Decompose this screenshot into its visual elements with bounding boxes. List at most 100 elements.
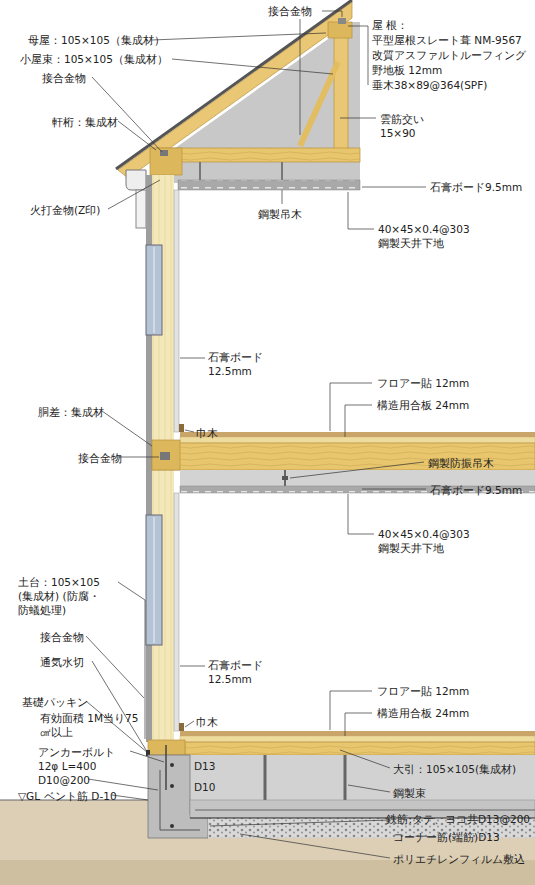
callout-label: コーナー筋(端筋)D13 [393, 830, 500, 844]
callout-label: 軒桁：集成材 [52, 115, 118, 129]
leader-line [362, 187, 426, 188]
callout-label: フロアー貼 12mm [377, 684, 469, 698]
leader-line [300, 19, 301, 135]
leader-line [345, 405, 372, 406]
anchor-bolt [165, 745, 167, 790]
callout-label: D10@200 [38, 773, 90, 787]
leader-line [330, 383, 372, 384]
leader-line [290, 462, 424, 478]
callout-label: 接合金物 [42, 71, 86, 85]
callout-label: 鉄筋:タテ、ヨコ共D13@200 [386, 812, 530, 826]
downpipe [136, 190, 146, 228]
leader-line [180, 358, 205, 359]
leader-line [345, 713, 346, 736]
callout-label: 石膏ボード9.5mm [430, 180, 522, 194]
leader-line [118, 582, 145, 600]
leader-line [330, 691, 331, 730]
callout-label: 土台：105×105 (集成材) (防腐・防蟻処理) [18, 575, 118, 618]
callout-label: 40×45×0.4@303 鋼製天井下地 [378, 222, 478, 250]
leader-line [340, 750, 390, 768]
callout-label: 構造用合板 24mm [377, 398, 469, 412]
leader-line [86, 701, 148, 753]
callout-label: 接合金物 [78, 451, 122, 465]
callout-label: 巾木 [196, 426, 218, 440]
leader-line [282, 190, 283, 204]
leader-line [152, 33, 326, 40]
window [146, 515, 162, 645]
leader-line [330, 383, 331, 431]
leader-line [345, 405, 346, 437]
callout-label: フロアー貼 12mm [377, 376, 469, 390]
leader-line [330, 691, 372, 692]
rebar [170, 763, 174, 767]
roof-post [334, 32, 348, 150]
callout-label: 石膏ボード9.5mm [430, 483, 522, 497]
gypsum-board [174, 493, 179, 731]
leader-line [120, 457, 159, 458]
callout-label: 小屋束：105×105（集成材） [20, 52, 168, 66]
callout-label: 鋼製束 [393, 786, 426, 800]
leader-line [118, 121, 156, 150]
joint-metal [160, 452, 170, 460]
gypsum-board [174, 190, 179, 432]
roof-slate [116, 0, 352, 169]
callout-label: ポリエチレンフィルム敷込 [393, 852, 525, 866]
callout-label: 巾木 [196, 715, 218, 729]
purlin [328, 22, 352, 38]
plywood [180, 437, 535, 443]
leader-line [348, 192, 349, 229]
rebar [195, 810, 535, 811]
callout-label: 平型屋根スレート葺 NM-9567 [372, 33, 522, 47]
leader-line [112, 795, 148, 800]
leader-line [348, 26, 368, 27]
flooring [180, 731, 535, 736]
leader-line [345, 713, 372, 714]
leader-line [210, 820, 390, 826]
hanger [281, 162, 283, 180]
leader-line [362, 489, 426, 490]
callout-label: 垂木38×89@364(SPF) [372, 78, 487, 92]
callout-label: ベント筋 D-10 [44, 789, 117, 803]
plywood [180, 736, 535, 742]
callout-label: 構造用合板 24mm [377, 706, 469, 720]
callout-label: D10 [194, 780, 215, 794]
leader-line [348, 785, 390, 792]
callout-label: 基礎パッキン [22, 695, 88, 709]
damper [282, 476, 288, 480]
window [146, 245, 162, 335]
leader-line [348, 494, 349, 534]
skirting [179, 424, 184, 432]
ceiling-space [180, 470, 535, 486]
sleeper [185, 742, 535, 755]
steel-post [344, 755, 347, 800]
attic-space [150, 22, 360, 183]
callout-label: 鋼製防振吊木 [428, 456, 494, 470]
leader-line [88, 779, 158, 790]
ceiling-joist [155, 148, 360, 162]
gutter [126, 170, 146, 190]
bracing [300, 62, 338, 146]
callout-label: 40×45×0.4@303 鋼製天井下地 [378, 527, 478, 555]
leader-line [92, 77, 162, 152]
floor-joist [152, 443, 535, 470]
earth [0, 800, 535, 885]
callout-label: ▽GL [18, 789, 40, 803]
callout-label: アンカーボルト 12φ L=400 [38, 745, 128, 773]
leader-line [102, 411, 152, 446]
callout-label: 雲筋交い 15×90 [380, 112, 435, 140]
leader-line [322, 11, 342, 12]
leader-line [348, 229, 374, 230]
leader-line [180, 666, 205, 667]
callout-label: 鋼製吊木 [258, 207, 302, 221]
flooring [180, 432, 535, 437]
callout-label: 火打金物(Z印) [30, 203, 100, 217]
girth-beam [152, 440, 180, 470]
eave-beam [150, 148, 182, 175]
leader-line [108, 180, 160, 209]
leader-line [185, 430, 194, 432]
underfloor [190, 755, 535, 800]
leader-line [340, 118, 376, 119]
leader-line [130, 751, 164, 762]
callout-label: 大引：105×105(集成材) [393, 762, 516, 776]
